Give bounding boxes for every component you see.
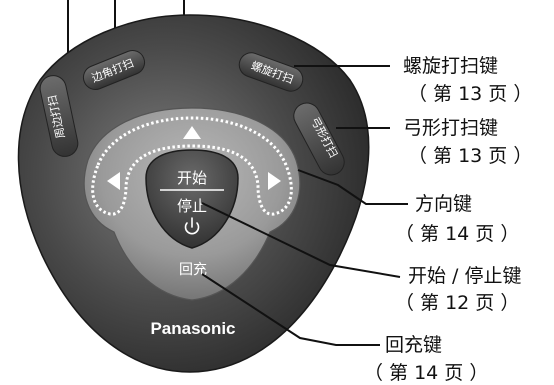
- power-icon: [184, 217, 200, 235]
- callout-start-stop-name: 开始 / 停止键: [408, 265, 521, 287]
- callout-direction: 方向键 （ 第 14 页 ）: [395, 193, 519, 245]
- callout-spiral-name: 螺旋打扫键: [403, 55, 498, 77]
- charge-button[interactable]: 回充: [179, 262, 207, 278]
- brand-logo: Panasonic: [150, 319, 235, 338]
- callout-spiral-ref: （ 第 13 页 ）: [408, 83, 532, 105]
- callout-charge: 回充键 （ 第 14 页 ）: [364, 334, 488, 384]
- callout-direction-ref: （ 第 14 页 ）: [395, 223, 519, 245]
- stop-label: 停止: [177, 197, 207, 215]
- arrow-right-icon[interactable]: [268, 172, 281, 190]
- perimeter-button[interactable]: 周边打扫: [38, 73, 80, 159]
- arrow-up-icon[interactable]: [183, 126, 201, 139]
- callout-charge-ref: （ 第 14 页 ）: [364, 362, 488, 384]
- start-stop-button[interactable]: 开始 停止: [145, 149, 239, 249]
- start-stop-leader: [201, 202, 401, 278]
- start-label: 开始: [177, 169, 207, 187]
- direction-keys-outline: [91, 116, 293, 216]
- callout-start-stop: 开始 / 停止键 （ 第 12 页 ）: [395, 265, 521, 314]
- callout-zigzag-ref: （ 第 13 页 ）: [408, 145, 532, 167]
- arrow-left-icon[interactable]: [107, 172, 120, 190]
- callout-leader-lines: [201, 65, 408, 346]
- callout-start-stop-ref: （ 第 12 页 ）: [395, 292, 519, 314]
- callout-direction-name: 方向键: [415, 193, 472, 215]
- charge-button-label: 回充: [179, 262, 207, 278]
- callout-charge-name: 回充键: [385, 334, 442, 356]
- callout-zigzag-name: 弓形打扫键: [403, 117, 498, 139]
- direction-leader: [297, 169, 408, 205]
- charge-leader: [201, 273, 380, 346]
- callout-spiral: 螺旋打扫键 （ 第 13 页 ）: [403, 55, 532, 105]
- callout-zigzag: 弓形打扫键 （ 第 13 页 ）: [403, 117, 532, 167]
